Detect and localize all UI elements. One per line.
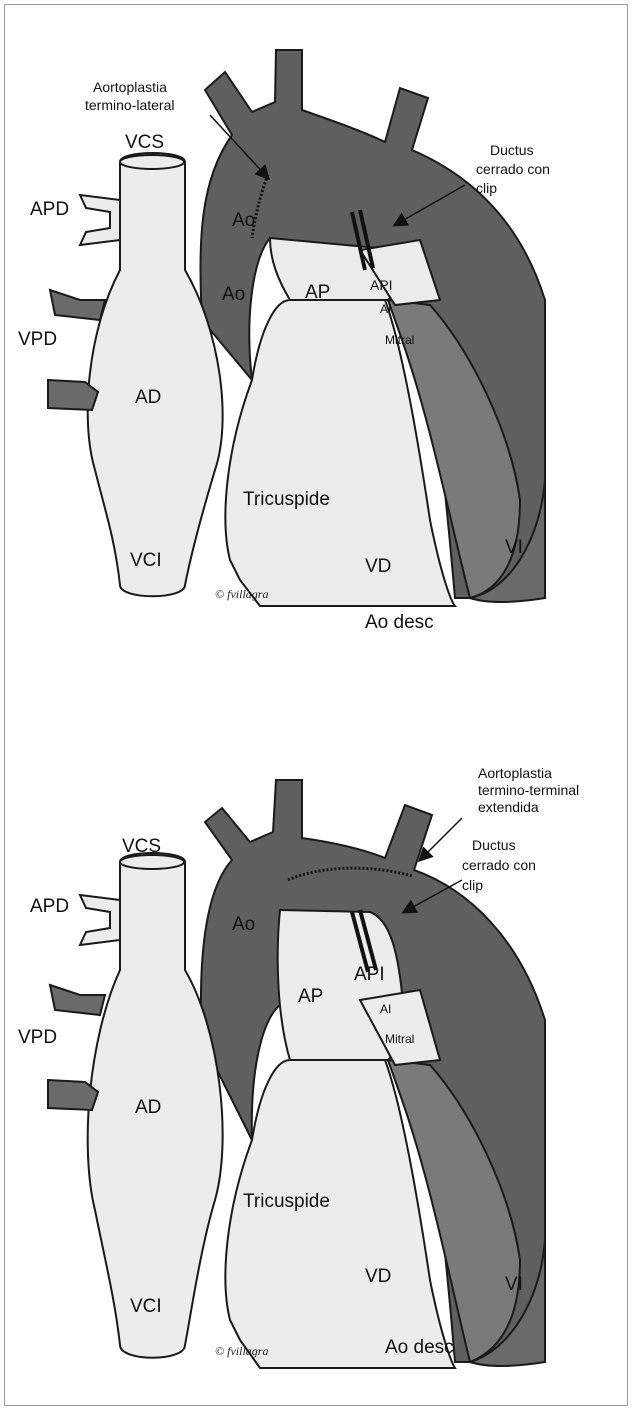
top-vpd-upper-shape bbox=[50, 290, 105, 320]
bottom-label-vpd: VPD bbox=[18, 1027, 57, 1048]
bottom-aortoplasty-label-3: extendida bbox=[478, 799, 539, 815]
top-label-vi: VI bbox=[505, 537, 523, 558]
bottom-label-vi: VI bbox=[505, 1274, 523, 1295]
top-aortoplasty-label-1: Aortoplastia bbox=[93, 79, 167, 95]
diagram-top: Aortoplastia termino-lateral Ductus cerr… bbox=[18, 50, 550, 633]
top-label-ao-2: Ao bbox=[222, 284, 245, 305]
bottom-label-vd: VD bbox=[365, 1266, 391, 1287]
bottom-label-vci: VCI bbox=[130, 1296, 162, 1317]
bottom-label-tricuspide: Tricuspide bbox=[243, 1191, 330, 1212]
top-label-ap: AP bbox=[305, 282, 330, 303]
top-label-ai: AI bbox=[380, 302, 391, 316]
top-label-ad: AD bbox=[135, 387, 161, 408]
top-label-vpd: VPD bbox=[18, 329, 57, 350]
top-label-tricuspide: Tricuspide bbox=[243, 489, 330, 510]
top-apd-shape bbox=[80, 195, 120, 245]
bottom-vpd-upper-shape bbox=[50, 985, 105, 1015]
top-label-ao-desc: Ao desc bbox=[365, 612, 434, 633]
top-label-vcs: VCS bbox=[125, 132, 164, 153]
diagram-bottom: Aortoplastia termino-terminal extendida … bbox=[18, 765, 579, 1368]
top-label-ao-1: Ao bbox=[232, 210, 255, 231]
bottom-label-vcs: VCS bbox=[122, 836, 161, 857]
top-vcs-opening bbox=[120, 155, 184, 169]
top-ductus-label-2: cerrado con bbox=[476, 161, 550, 177]
top-label-vci: VCI bbox=[130, 550, 162, 571]
bottom-ductus-label-2: cerrado con bbox=[462, 857, 536, 873]
bottom-label-ad: AD bbox=[135, 1097, 161, 1118]
bottom-label-ao-desc: Ao desc bbox=[385, 1337, 454, 1358]
bottom-aortoplasty-label-2: termino-terminal bbox=[478, 782, 579, 798]
bottom-ductus-label-1: Ductus bbox=[472, 837, 516, 853]
top-aortoplasty-label-2: termino-lateral bbox=[85, 97, 174, 113]
top-label-apd: APD bbox=[30, 199, 69, 220]
top-ductus-label-1: Ductus bbox=[490, 142, 534, 158]
bottom-label-ai: AI bbox=[380, 1002, 391, 1016]
bottom-aortoplasty-label-1: Aortoplastia bbox=[478, 765, 552, 781]
top-label-mitral: Mitral bbox=[385, 333, 414, 347]
bottom-label-ap: AP bbox=[298, 986, 323, 1007]
top-label-vd: VD bbox=[365, 556, 391, 577]
bottom-label-mitral: Mitral bbox=[385, 1032, 414, 1046]
bottom-vcs-opening bbox=[120, 855, 184, 869]
top-signature: © fvillagra bbox=[215, 587, 268, 601]
bottom-apd-shape bbox=[80, 895, 120, 945]
top-label-api: API bbox=[370, 277, 393, 293]
bottom-label-api: API bbox=[354, 964, 385, 985]
bottom-label-apd: APD bbox=[30, 896, 69, 917]
bottom-label-ao: Ao bbox=[232, 914, 255, 935]
top-ductus-label-3: clip bbox=[476, 180, 497, 196]
bottom-ductus-label-3: clip bbox=[462, 877, 483, 893]
bottom-signature: © fvillagra bbox=[215, 1344, 268, 1358]
